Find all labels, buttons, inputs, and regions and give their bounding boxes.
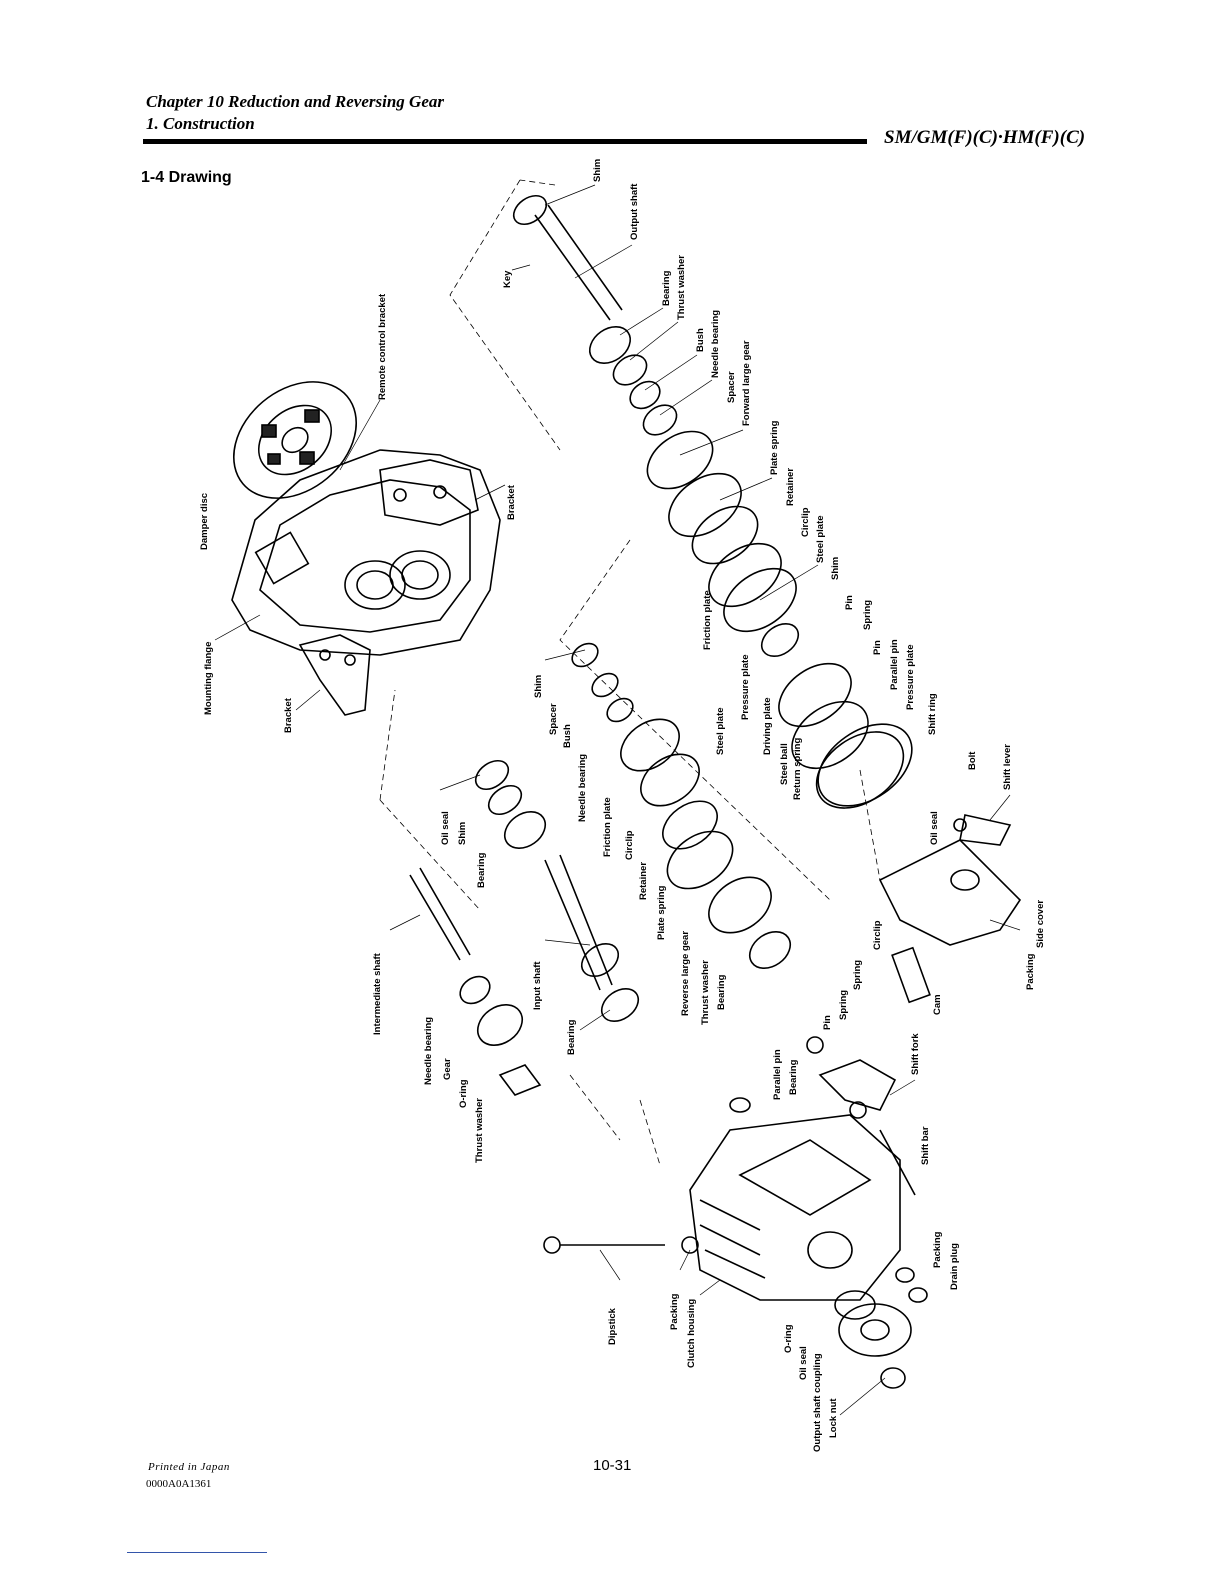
label-pressure-plate-2: Pressure plate [740, 655, 751, 720]
label-bearing-1: Bearing [661, 270, 672, 306]
input-shaft-assembly [544, 642, 792, 1023]
shift-fork-part [806, 946, 931, 1196]
label-steel-ball: Steel ball [779, 743, 790, 785]
damper-disc-part [232, 381, 358, 499]
label-o-ring-1: O-ring [458, 1079, 469, 1108]
label-needle-bearing-1: Needle bearing [710, 310, 721, 378]
label-shim-2: Shim [830, 557, 841, 580]
page-number: 10-31 [593, 1457, 632, 1474]
chapter-title: Chapter 10 Reduction and Reversing Gear [146, 92, 444, 111]
label-clutch-housing: Clutch housing [686, 1299, 697, 1368]
header-rule [143, 139, 867, 144]
section-subtitle: 1. Construction [146, 114, 255, 133]
label-steel-plate-1: Steel plate [815, 515, 826, 563]
label-input-shaft: Input shaft [532, 961, 543, 1010]
label-shift-ring: Shift ring [927, 693, 938, 735]
label-bracket-1: Bracket [506, 484, 517, 520]
label-bearing-2: Bearing [716, 974, 727, 1010]
label-oil-seal-1: Oil seal [440, 811, 451, 845]
label-retainer-2: Retainer [638, 862, 649, 900]
label-drain-plug: Drain plug [949, 1243, 960, 1290]
label-bearing-5: Bearing [788, 1059, 799, 1095]
part-labels: Shim Output shaft Key Bearing Thrust was… [199, 159, 1046, 1452]
bracket-parts [298, 459, 479, 716]
label-circlip-3: Circlip [872, 920, 883, 950]
label-oil-seal-3: Oil seal [798, 1346, 809, 1380]
label-reverse-large-gear: Reverse large gear [680, 931, 691, 1016]
label-bolt: Bolt [967, 751, 978, 770]
drawing-heading: 1-4 Drawing [141, 169, 232, 186]
label-bracket-2: Bracket [283, 697, 294, 733]
label-packing-1: Packing [1025, 953, 1036, 990]
model-designation: SM/GM(F)(C)·HM(F)(C) [884, 127, 1086, 148]
label-key: Key [502, 270, 513, 288]
label-steel-plate-2: Steel plate [715, 707, 726, 755]
label-output-shaft-coupling: Output shaft coupling [812, 1353, 823, 1452]
label-spacer-1: Spacer [726, 371, 737, 403]
label-retainer-1: Retainer [785, 468, 796, 506]
intermediate-shaft-assembly [409, 759, 547, 1096]
label-lock-nut: Lock nut [828, 1398, 839, 1438]
label-return-spring: Return spring [792, 738, 803, 800]
label-thrust-washer-3: Thrust washer [474, 1098, 485, 1163]
side-cover-part [878, 814, 1022, 946]
label-spring-1: Spring [862, 600, 873, 630]
dipstick-part [543, 1236, 699, 1254]
label-pin-2: Pin [872, 640, 883, 655]
mounting-flange-part [231, 449, 501, 656]
label-shim-3: Shim [533, 675, 544, 698]
label-o-ring-2: O-ring [783, 1324, 794, 1353]
label-output-shaft: Output shaft [629, 183, 640, 240]
label-bearing-4: Bearing [566, 1019, 577, 1055]
printed-in-japan: Printed in Japan [148, 1461, 230, 1473]
label-plate-spring-2: Plate spring [656, 885, 667, 940]
label-plate-spring-1: Plate spring [769, 420, 780, 475]
label-pin-1: Pin [844, 595, 855, 610]
label-driving-plate: Driving plate [762, 697, 773, 755]
output-shaft-assembly [512, 194, 905, 809]
label-side-cover: Side cover [1035, 900, 1046, 948]
label-shift-bar: Shift bar [920, 1126, 931, 1165]
label-spring-2: Spring [852, 960, 863, 990]
label-shift-lever: Shift lever [1002, 744, 1013, 790]
label-bearing-3: Bearing [476, 852, 487, 888]
output-coupling-part [834, 1267, 928, 1389]
label-bush-1: Bush [695, 328, 706, 352]
label-circlip-2: Circlip [624, 830, 635, 860]
label-mounting-flange: Mounting flange [203, 642, 214, 715]
label-bush-2: Bush [562, 724, 573, 748]
label-oil-seal-2: Oil seal [929, 811, 940, 845]
label-spring-3: Spring [838, 990, 849, 1020]
label-needle-bearing-2: Needle bearing [577, 754, 588, 822]
label-shift-fork: Shift fork [910, 1033, 921, 1075]
label-cam: Cam [932, 994, 943, 1015]
label-pressure-plate-1: Pressure plate [905, 645, 916, 710]
label-packing-2: Packing [669, 1293, 680, 1330]
label-damper-disc: Damper disc [199, 493, 210, 550]
label-pin-3: Pin [822, 1015, 833, 1030]
label-parallel-pin-2: Parallel pin [772, 1049, 783, 1100]
label-packing-3: Packing [932, 1231, 943, 1268]
label-dipstick: Dipstick [607, 1307, 618, 1345]
shift-ring-part [817, 723, 913, 807]
label-remote-control-bracket: Remote control bracket [377, 293, 388, 400]
label-gear: Gear [442, 1058, 453, 1080]
label-circlip-1: Circlip [800, 507, 811, 537]
label-friction-plate-1: Friction plate [702, 590, 713, 650]
footer-rule [127, 1552, 267, 1553]
label-friction-plate-2: Friction plate [602, 797, 613, 857]
label-shim-top: Shim [592, 159, 603, 182]
document-code: 0000A0A1361 [146, 1478, 212, 1490]
label-thrust-washer-2: Thrust washer [700, 960, 711, 1025]
label-forward-large-gear: Forward large gear [741, 340, 752, 426]
clutch-housing-part [689, 1097, 901, 1301]
label-parallel-pin-1: Parallel pin [889, 639, 900, 690]
label-intermediate-shaft: Intermediate shaft [372, 952, 383, 1035]
label-needle-bearing-3: Needle bearing [423, 1017, 434, 1085]
label-thrust-washer-1: Thrust washer [676, 255, 687, 320]
label-shim-4: Shim [457, 822, 468, 845]
label-spacer-2: Spacer [548, 703, 559, 735]
